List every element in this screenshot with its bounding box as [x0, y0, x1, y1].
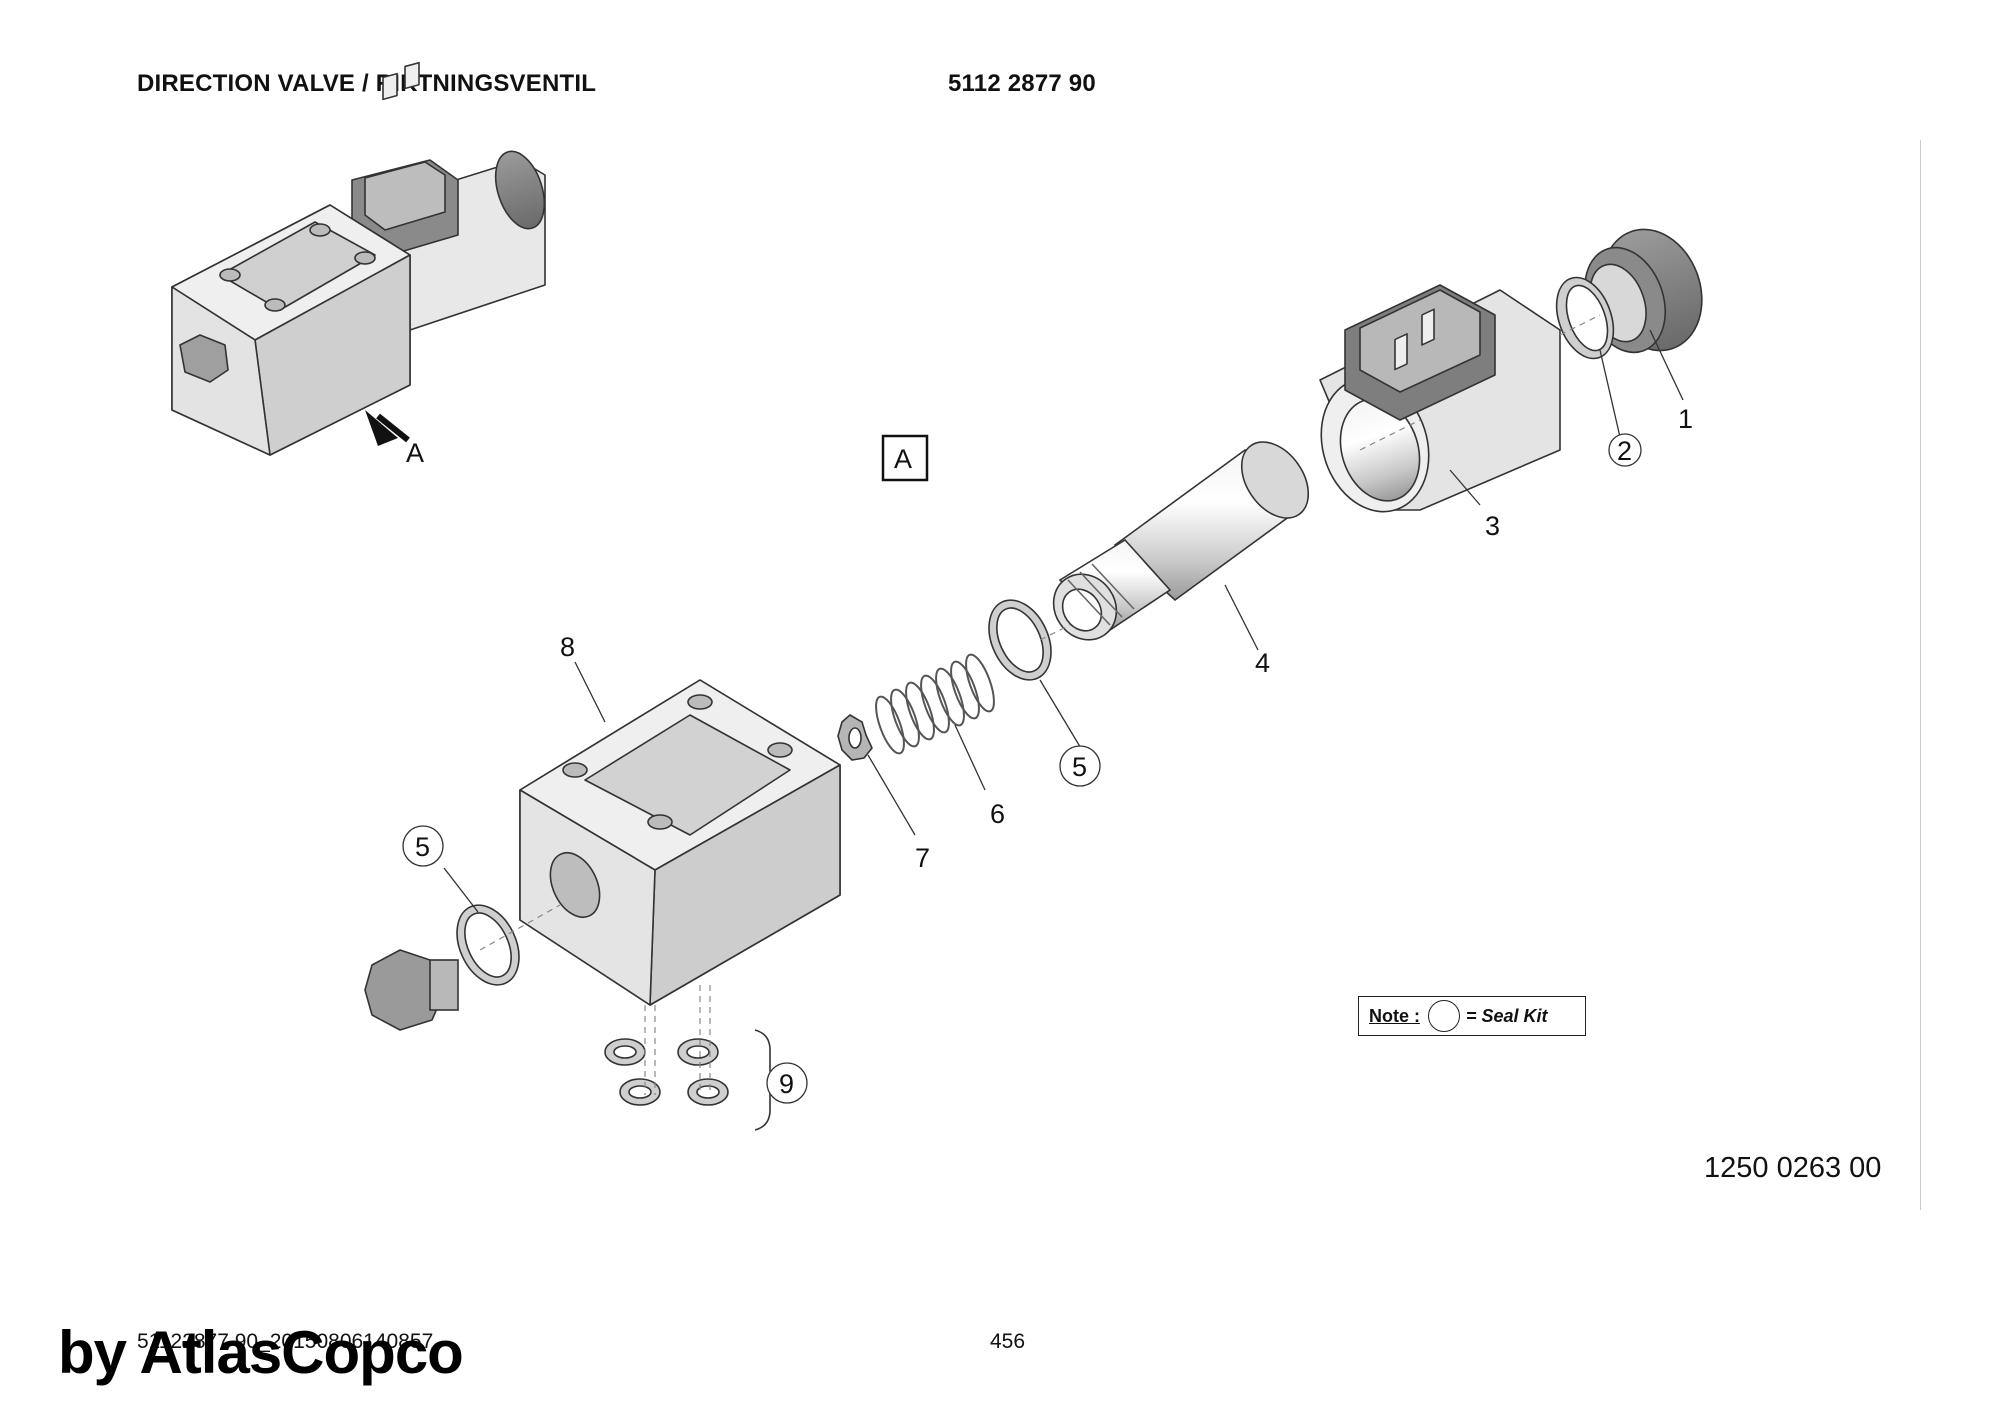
seal-kit-note: Note : = Seal Kit: [1358, 996, 1586, 1036]
view-arrow-label: A: [406, 438, 424, 468]
right-border-line: [1920, 140, 1921, 1210]
footer-file-id: 51122877 90_20150806140857: [137, 1330, 434, 1353]
part-2-o-ring: [1555, 276, 1615, 360]
leader-lines: [443, 329, 1684, 913]
callout-5b: 5: [415, 832, 430, 862]
part-4-tube: [1052, 441, 1310, 641]
callout-2: 2: [1617, 436, 1632, 466]
note-label: Note :: [1369, 1005, 1420, 1026]
drawing-number: 1250 0263 00: [1704, 1152, 1882, 1184]
callout-6: 6: [990, 799, 1005, 829]
callout-3: 3: [1485, 511, 1500, 541]
part-9-seals: [604, 1029, 783, 1131]
assembled-valve: [171, 61, 546, 456]
section-label: A: [894, 444, 912, 474]
callout-9: 9: [779, 1069, 794, 1099]
center-lines: [479, 314, 1601, 1095]
callout-5a: 5: [1072, 752, 1087, 782]
part-8-valve-block: [519, 679, 841, 1006]
callout-7: 7: [915, 843, 930, 873]
part-5-o-ring-upper: [988, 599, 1052, 681]
callout-9-circle: [766, 1062, 808, 1104]
callout-8: 8: [560, 632, 575, 662]
callout-5b-circle: [402, 825, 444, 867]
plug: [364, 949, 459, 1031]
part-3-coil: [1319, 284, 1561, 513]
callout-4: 4: [1255, 648, 1270, 678]
part-number: 5112 2877 90: [948, 70, 1096, 97]
part-7-star-washer: [837, 714, 873, 761]
brand-watermark: by AtlasCopco: [58, 1319, 464, 1386]
part-6-spring: [875, 653, 995, 755]
callout-1: 1: [1678, 404, 1693, 434]
callout-5a-circle: [1059, 745, 1101, 787]
page-title: DIRECTION VALVE / RIKTNINGSVENTIL: [137, 70, 597, 97]
seal-kit-circle-icon: [1428, 1000, 1460, 1032]
part-5-o-ring-lower: [456, 904, 520, 986]
note-text: = Seal Kit: [1466, 1005, 1548, 1026]
page-number: 456: [990, 1330, 1026, 1353]
section-box: [881, 434, 929, 482]
callout-2-circle: [1608, 433, 1642, 467]
